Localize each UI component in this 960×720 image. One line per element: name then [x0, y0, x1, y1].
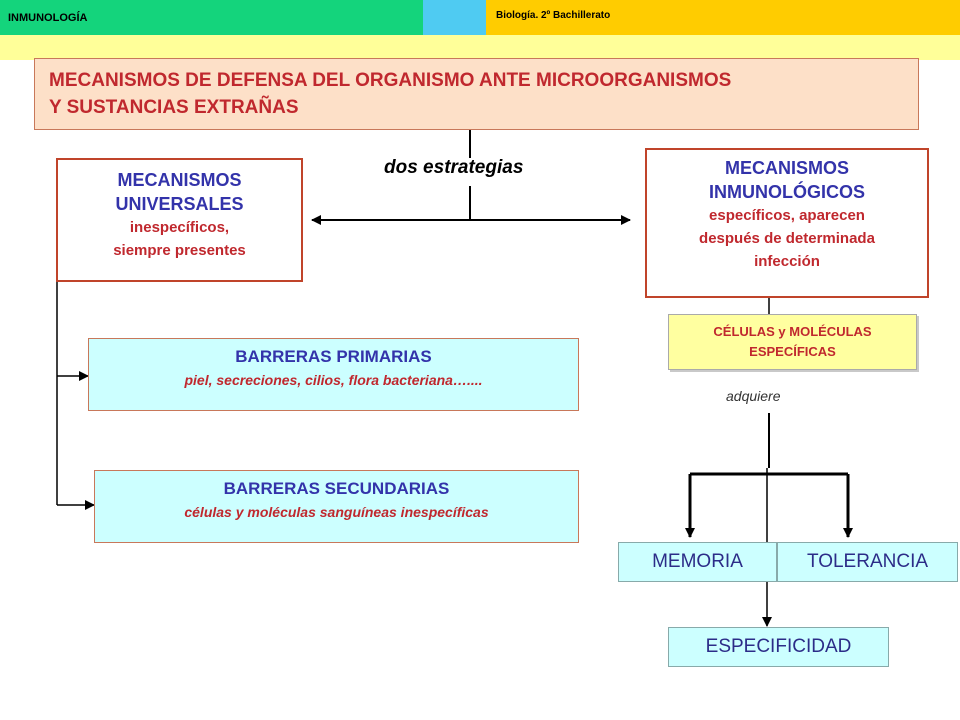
memory-box: MEMORIA	[618, 542, 777, 582]
universal-mechanisms-box: MECANISMOS UNIVERSALES inespecíficos, si…	[56, 158, 303, 282]
universal-title-2: UNIVERSALES	[115, 194, 244, 214]
header-strip	[0, 35, 960, 60]
title-line-1: MECANISMOS DE DEFENSA DEL ORGANISMO ANTE…	[49, 70, 732, 91]
primary-barriers-box: BARRERAS PRIMARIAS piel, secreciones, ci…	[88, 338, 579, 411]
specific-cells-line-2: ESPECÍFICAS	[749, 344, 836, 359]
header-bar-middle	[423, 0, 486, 35]
header-subject: INMUNOLOGÍA	[8, 12, 88, 24]
header-bar-left	[0, 0, 423, 35]
primary-barriers-desc: piel, secreciones, cilios, flora bacteri…	[184, 372, 483, 388]
specific-cells-line-1: CÉLULAS y MOLÉCULAS	[713, 324, 872, 339]
immunological-title-1: MECANISMOS	[724, 158, 849, 178]
secondary-barriers-title: BARRERAS SECUNDARIAS	[223, 479, 450, 498]
primary-barriers-title: BARRERAS PRIMARIAS	[235, 347, 432, 366]
secondary-barriers-box: BARRERAS SECUNDARIAS células y moléculas…	[94, 470, 579, 543]
strategies-label: dos estrategias	[384, 157, 524, 178]
tolerance-box: TOLERANCIA	[777, 542, 958, 582]
secondary-barriers-desc: células y moléculas sanguíneas inespecíf…	[184, 504, 489, 520]
header-course: Biología. 2º Bachillerato	[496, 10, 611, 21]
universal-desc-2: siempre presentes	[113, 242, 246, 259]
immunological-title-2: INMUNOLÓGICOS	[709, 182, 865, 202]
immunological-desc-2: después de determinada	[699, 230, 875, 247]
immunological-desc-1: específicos, aparecen	[709, 207, 865, 224]
diagram-title: MECANISMOS DE DEFENSA DEL ORGANISMO ANTE…	[34, 58, 919, 130]
universal-desc-1: inespecíficos,	[129, 219, 230, 236]
immunological-desc-3: infección	[754, 253, 820, 270]
header-bar-right	[486, 0, 960, 35]
specific-cells-box: CÉLULAS y MOLÉCULAS ESPECÍFICAS	[668, 314, 917, 370]
title-line-2: Y SUSTANCIAS EXTRAÑAS	[49, 97, 299, 118]
acquires-label: adquiere	[726, 388, 781, 404]
specificity-box: ESPECIFICIDAD	[668, 627, 889, 667]
universal-title-1: MECANISMOS	[117, 170, 242, 190]
immunological-mechanisms-box: MECANISMOS INMUNOLÓGICOS específicos, ap…	[645, 148, 929, 298]
